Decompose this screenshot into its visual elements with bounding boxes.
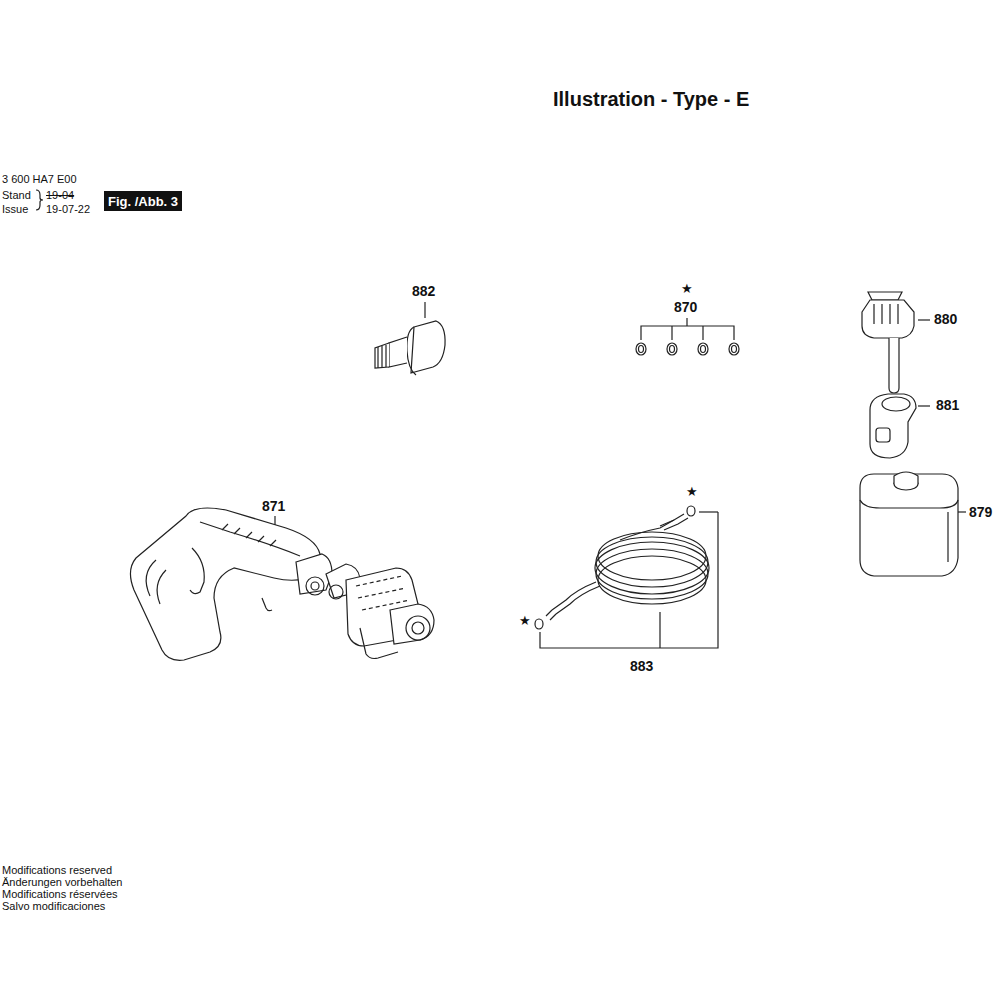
figure-label: Fig. /Abb. 3: [108, 194, 178, 209]
callout-number: 879: [969, 505, 992, 520]
figure-tag: Fig. /Abb. 3: [104, 191, 182, 211]
callout-number: 883: [630, 659, 653, 674]
diagram-title: Illustration - Type - E: [553, 88, 749, 110]
callout-number: 882: [412, 284, 435, 299]
header-field: Issue: [2, 203, 28, 215]
star-mark: ★: [681, 282, 693, 296]
callout-number: 881: [936, 398, 959, 413]
date: 19-07-22: [46, 203, 90, 215]
note: Salvo modificaciones: [2, 900, 105, 912]
star-mark: ★: [519, 614, 531, 628]
note: Änderungen vorbehalten: [2, 876, 122, 888]
note: Modifications reserved: [2, 864, 112, 876]
header-field: Stand: [2, 189, 31, 201]
callout-number: 871: [262, 499, 285, 514]
date: 19-04: [46, 189, 74, 201]
note: Modifications réservées: [2, 888, 118, 900]
part-number: 3 600 HA7 E00: [2, 173, 77, 185]
callout-number: 880: [934, 312, 957, 327]
star-mark: ★: [686, 485, 698, 499]
callout-number: 870: [674, 300, 697, 315]
